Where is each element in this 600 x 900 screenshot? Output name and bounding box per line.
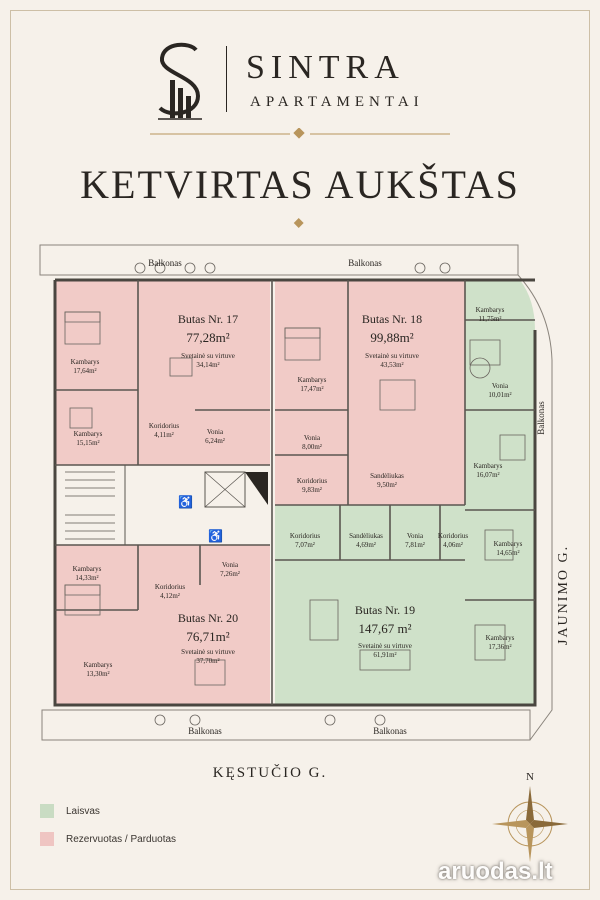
room-area: 7,81m² [405,541,425,549]
floor-plan-drawing: ♿ ♿ [39,244,553,741]
room-area: 10,01m² [488,391,511,399]
apartment-20-area[interactable] [55,545,270,705]
floor-plan: ♿ ♿ [30,240,570,760]
compass-rose-icon: N [492,771,568,862]
room-label: Koridorius [438,532,469,540]
apartment-17-area-label: 77,28m² [186,330,229,345]
apartment-18-name: Butas Nr. 18 [362,312,422,326]
compass-north-label: N [526,771,534,783]
room-label: Vonia [222,561,239,569]
street-label-bottom: KĘSTUČIO G. [212,765,328,781]
room-area: 11,75m² [478,315,501,323]
street-label-right: JAUNIMO G. [556,544,571,646]
room-label: Kambarys [476,306,505,314]
room-area: 14,65m² [496,549,519,557]
page-frame [10,10,590,890]
logo-separator [226,46,227,112]
room-label: Koridorius [155,583,186,591]
room-area: 17,47m² [300,385,323,393]
room-area: 15,15m² [76,439,99,447]
divider-ornament-icon [150,128,450,139]
apartment-19-area-label: 147,67 m² [358,621,411,636]
apartment-20-area-label: 76,71m² [186,629,229,644]
room-label: Koridorius [290,532,321,540]
room-area: 4,69m² [356,541,376,549]
room-area: 7,07m² [295,541,315,549]
room-label: Vonia [304,434,321,442]
room-area: 34,14m² [196,361,219,369]
brand-name: SINTRA [246,49,405,86]
brand-logo: SINTRA APARTAMENTAI [150,40,470,125]
apartment-17-area[interactable] [55,280,270,465]
room-label: Svetainė su virtuve [365,352,419,360]
room-label: Vonia [492,382,509,390]
balcony-label: Balkonas [188,726,222,736]
room-area: 4,06m² [443,541,463,549]
apartment-19-name: Butas Nr. 19 [355,603,415,617]
room-area: 17,36m² [488,643,511,651]
legend-swatch-reserved [40,832,54,846]
room-label: Svetainė su virtuve [181,648,235,656]
legend-label: Laisvas [66,805,100,817]
room-label: Kambarys [494,540,523,548]
legend-item-available: Laisvas [40,803,176,819]
room-label: Svetainė su virtuve [181,352,235,360]
title-ornament-icon [293,218,304,228]
apartment-18-area[interactable] [275,280,465,505]
room-area: 37,70m² [196,657,219,665]
room-label: Koridorius [297,477,328,485]
room-label: Sandėliukas [349,532,383,540]
room-label: Vonia [407,532,424,540]
apartment-19-area[interactable] [275,280,535,705]
room-label: Kambarys [486,634,515,642]
balcony-label: Balkonas [148,258,182,268]
stairwell [54,464,126,546]
apartment-17-name: Butas Nr. 17 [178,312,238,326]
apartment-18-area-label: 99,88m² [370,330,413,345]
room-area: 9,83m² [302,486,322,494]
room-label: Kambarys [73,565,102,573]
balcony-label: Balkonas [348,258,382,268]
wheelchair-icon: ♿ [208,529,223,543]
legend: Laisvas Rezervuotas / Parduotas [40,803,176,859]
watermark: aruodas.lt [438,858,553,885]
room-area: 17,64m² [73,367,96,375]
legend-swatch-available [40,804,54,818]
room-area: 7,26m² [220,570,240,578]
room-label: Kambarys [74,430,103,438]
room-area: 6,24m² [205,437,225,445]
room-area: 9,50m² [377,481,397,489]
room-label: Koridorius [149,422,180,430]
balcony-label: Balkonas [373,726,407,736]
room-label: Svetainė su virtuve [358,642,412,650]
logo-s-mark-icon [158,42,202,120]
room-label: Kambarys [298,376,327,384]
room-area: 16,07m² [476,471,499,479]
room-label: Kambarys [474,462,503,470]
room-area: 8,00m² [302,443,322,451]
room-area: 43,53m² [380,361,403,369]
legend-item-reserved: Rezervuotas / Parduotas [40,831,176,847]
room-label: Kambarys [84,661,113,669]
room-label: Kambarys [71,358,100,366]
legend-label: Rezervuotas / Parduotas [66,833,177,845]
room-area: 13,30m² [86,670,109,678]
brand-subtitle: APARTAMENTAI [250,94,424,110]
floor-title: KETVIRTAS AUKŠTAS [80,162,520,207]
room-area: 4,12m² [160,592,180,600]
room-label: Sandėliukas [370,472,404,480]
apartment-20-name: Butas Nr. 20 [178,611,238,625]
room-area: 14,33m² [75,574,98,582]
balcony-label: Balkonas [536,401,546,435]
room-label: Vonia [207,428,224,436]
wheelchair-icon: ♿ [178,495,193,509]
room-area: 61,91m² [373,651,396,659]
room-area: 4,11m² [154,431,174,439]
